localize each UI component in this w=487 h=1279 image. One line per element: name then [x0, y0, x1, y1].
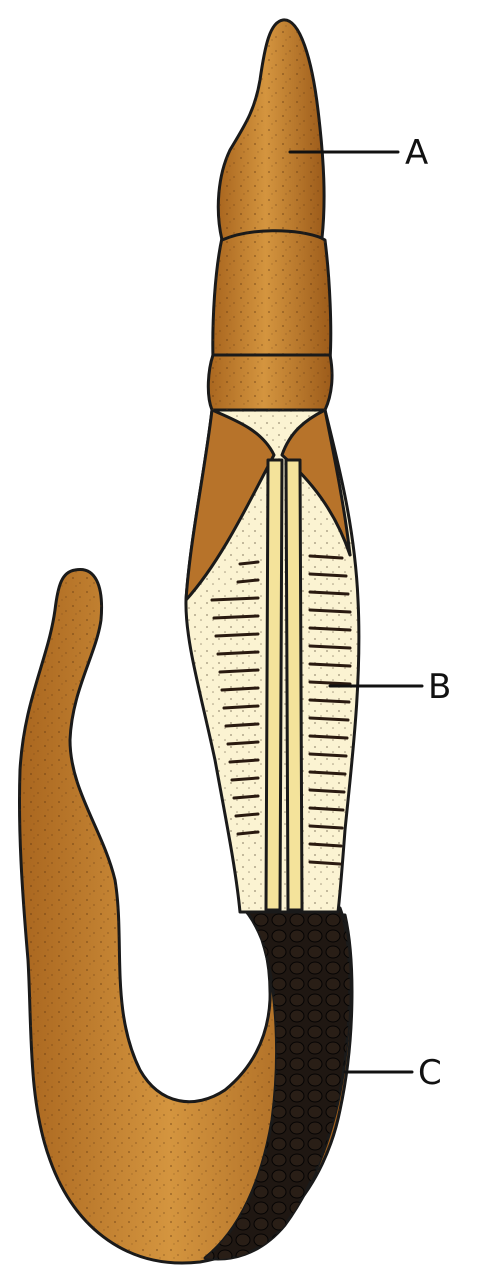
proboscis: [218, 20, 324, 240]
label-c: C: [345, 1053, 442, 1093]
label-c-text: C: [418, 1053, 442, 1093]
central-band-right: [286, 460, 302, 910]
label-a-text: A: [405, 133, 428, 173]
central-band-left: [266, 460, 282, 910]
label-b-text: B: [428, 667, 451, 707]
collar: [208, 228, 332, 410]
gill-region: [186, 410, 359, 912]
